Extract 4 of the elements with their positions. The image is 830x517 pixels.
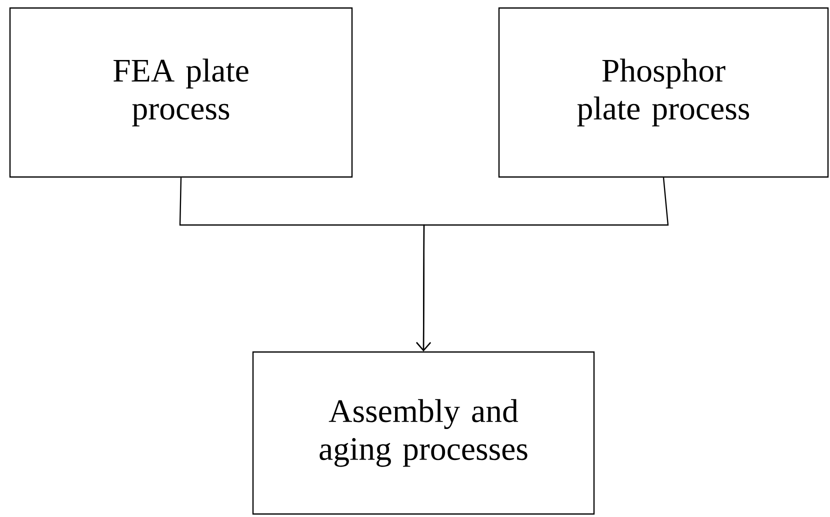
process-box: FEA plate process (9, 7, 353, 178)
process-box: Assembly and aging processes (252, 351, 595, 515)
connector-arrow (416, 178, 669, 352)
process-box: Phosphor plate process (498, 7, 829, 178)
